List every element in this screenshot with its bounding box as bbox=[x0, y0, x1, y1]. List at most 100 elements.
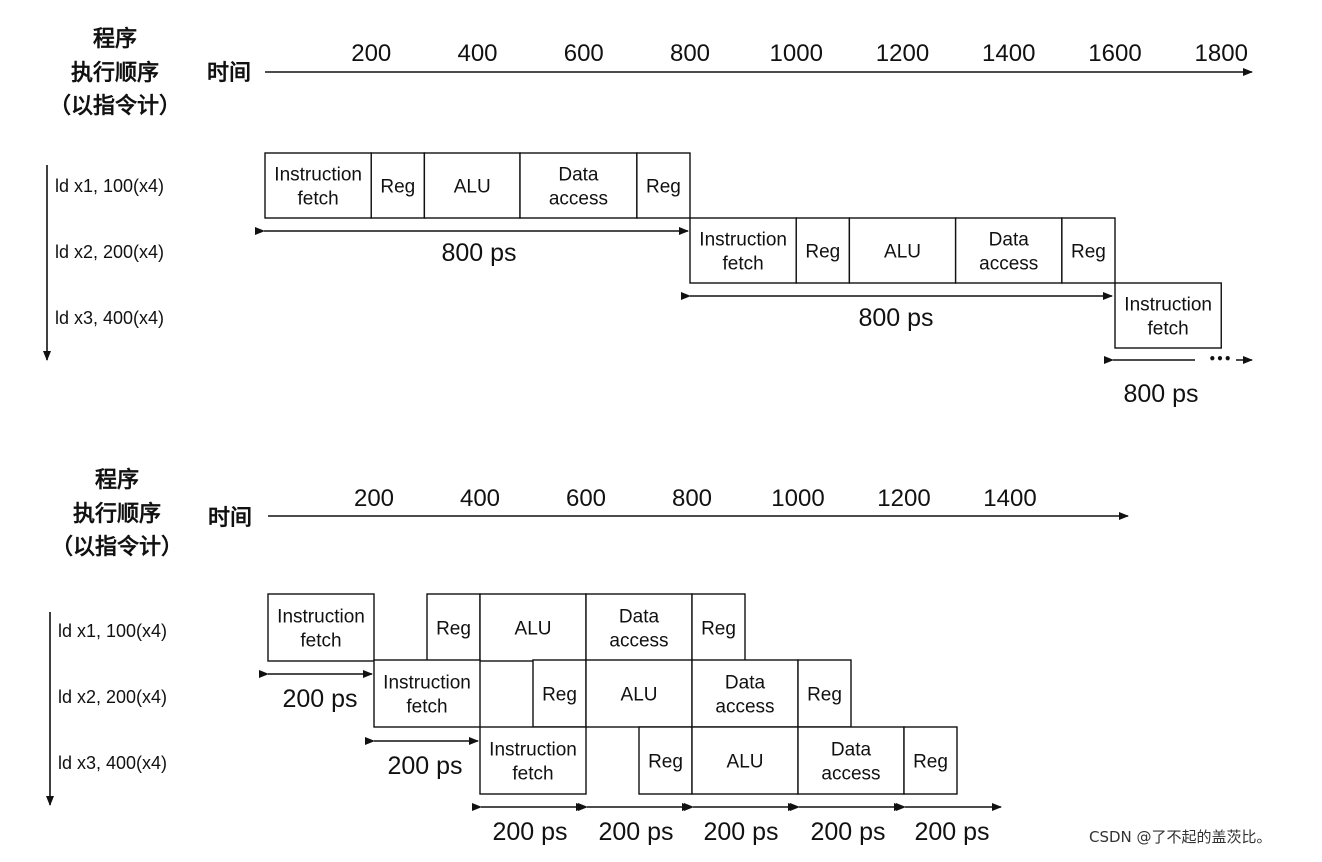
stage-label: Data bbox=[989, 230, 1030, 251]
stage-label: Reg bbox=[436, 619, 471, 640]
stage-box bbox=[903, 726, 958, 795]
stage-alu: ALU bbox=[423, 152, 521, 219]
stage-label: Data bbox=[831, 740, 872, 761]
stage-box bbox=[689, 217, 797, 284]
stage-instruction-fetch: Instruction fetch bbox=[264, 152, 372, 219]
stage-reg: Reg bbox=[636, 152, 691, 219]
stage-box bbox=[797, 659, 852, 728]
stage-data-access: Data access bbox=[797, 726, 905, 795]
stage-label: Reg bbox=[380, 177, 415, 198]
stage-label: Instruction bbox=[1124, 295, 1212, 316]
duration-label: 200 ps bbox=[598, 818, 673, 846]
stage-box bbox=[264, 152, 372, 219]
stage-box bbox=[423, 152, 521, 219]
stage-box bbox=[636, 152, 691, 219]
stage-box bbox=[373, 659, 481, 728]
stage-box bbox=[691, 726, 799, 795]
stage-reg: Reg bbox=[532, 659, 587, 728]
time-tick-label: 1000 bbox=[771, 485, 824, 512]
stage-label: ALU bbox=[515, 619, 552, 640]
instruction-label: ld x1, 100(x4) bbox=[58, 621, 167, 641]
stage-alu: ALU bbox=[691, 726, 799, 795]
stage-label: access bbox=[609, 631, 668, 652]
time-tick-label: 200 bbox=[351, 40, 391, 67]
stage-box bbox=[519, 152, 638, 219]
stage-label: ALU bbox=[454, 177, 491, 198]
duration-label: 800 ps bbox=[441, 239, 516, 267]
stage-box bbox=[691, 659, 799, 728]
stage-reg: Reg bbox=[1061, 217, 1116, 284]
time-tick-label: 1400 bbox=[982, 40, 1035, 67]
stage-label: Data bbox=[558, 165, 599, 186]
program-order-label-line3: （以指令计） bbox=[49, 93, 181, 119]
duration-label: 200 ps bbox=[492, 818, 567, 846]
stage-label: fetch bbox=[406, 697, 447, 718]
time-axis-label: 时间 bbox=[207, 61, 251, 86]
stage-reg: Reg bbox=[795, 217, 851, 284]
stage-label: fetch bbox=[1148, 319, 1189, 340]
stage-label: ALU bbox=[621, 685, 658, 706]
stage-reg: Reg bbox=[638, 726, 693, 795]
stage-label: fetch bbox=[512, 764, 553, 785]
stage-box bbox=[1061, 217, 1116, 284]
time-tick-label: 600 bbox=[564, 40, 604, 67]
stage-data-access: Data access bbox=[519, 152, 638, 219]
stage-box bbox=[797, 726, 905, 795]
stage-reg: Reg bbox=[426, 593, 481, 662]
stage-label: Reg bbox=[807, 685, 842, 706]
duration-label: 800 ps bbox=[1123, 380, 1198, 408]
stage-box bbox=[479, 593, 587, 662]
time-tick-label: 1200 bbox=[876, 40, 929, 67]
stage-box bbox=[954, 217, 1063, 284]
time-tick-label: 1200 bbox=[877, 485, 930, 512]
stage-box bbox=[638, 726, 693, 795]
stage-box bbox=[848, 217, 957, 284]
stage-label: Reg bbox=[913, 752, 948, 773]
stage-reg: Reg bbox=[691, 593, 746, 662]
time-tick-label: 200 bbox=[354, 485, 394, 512]
stage-label: Reg bbox=[648, 752, 683, 773]
time-tick-label: 800 bbox=[670, 40, 710, 67]
stage-label: Reg bbox=[701, 619, 736, 640]
stage-label: access bbox=[979, 254, 1038, 275]
stage-label: access bbox=[715, 697, 774, 718]
program-order-label-line3: （以指令计） bbox=[51, 534, 183, 560]
stage-label: access bbox=[821, 764, 880, 785]
stage-alu: ALU bbox=[848, 217, 957, 284]
stage-label: Reg bbox=[1071, 242, 1106, 263]
stage-label: Instruction bbox=[274, 165, 362, 186]
stage-box bbox=[1114, 282, 1222, 349]
duration-label: 200 ps bbox=[810, 818, 885, 846]
program-order-label-line2: 执行顺序 bbox=[73, 501, 161, 527]
duration-label: 200 ps bbox=[282, 685, 357, 713]
stage-box bbox=[479, 726, 587, 795]
stage-box bbox=[585, 593, 693, 662]
program-order-label-line2: 执行顺序 bbox=[71, 60, 159, 86]
stage-label: Instruction bbox=[277, 607, 365, 628]
stage-label: Reg bbox=[805, 242, 840, 263]
stage-label: ALU bbox=[727, 752, 764, 773]
stage-label: fetch bbox=[723, 254, 764, 275]
stage-label: access bbox=[549, 189, 608, 210]
stage-reg: Reg bbox=[797, 659, 852, 728]
stage-label: Reg bbox=[542, 685, 577, 706]
stage-box bbox=[532, 659, 587, 728]
stage-alu: ALU bbox=[479, 593, 587, 662]
stage-box bbox=[370, 152, 426, 219]
continuation-dots: ••• bbox=[1208, 352, 1231, 366]
stage-data-access: Data access bbox=[954, 217, 1063, 284]
stage-label: fetch bbox=[298, 189, 339, 210]
time-tick-label: 400 bbox=[460, 485, 500, 512]
instruction-label: ld x3, 400(x4) bbox=[55, 308, 164, 328]
stage-reg: Reg bbox=[903, 726, 958, 795]
